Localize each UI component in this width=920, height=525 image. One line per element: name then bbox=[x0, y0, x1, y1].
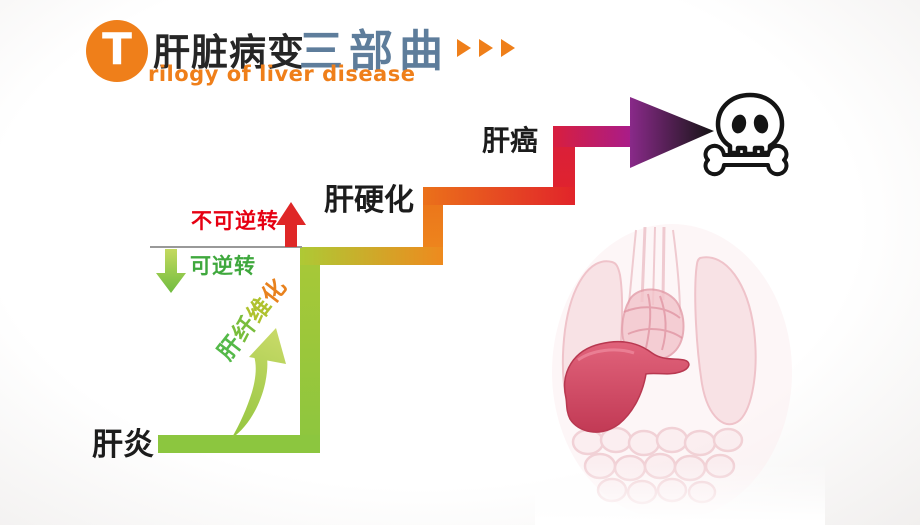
fibrosis-curved-arrow-icon bbox=[231, 328, 286, 439]
stage-label-cirrhosis: 肝硬化 bbox=[324, 183, 414, 218]
crossbone bbox=[703, 143, 789, 177]
irreversible-label: 不可逆转 bbox=[191, 209, 279, 233]
right-triangle-icon bbox=[457, 39, 471, 57]
page-subtitle: rilogy of liver disease bbox=[148, 62, 416, 86]
staircase-riser-2 bbox=[423, 187, 443, 265]
page-title: 肝脏病变 bbox=[153, 31, 305, 74]
staircase-step-4 bbox=[553, 126, 632, 147]
anatomy-bottom-fade bbox=[535, 462, 825, 525]
logo-letter: T bbox=[101, 24, 132, 75]
liver-highlight bbox=[577, 348, 635, 362]
right-triangle-icon bbox=[479, 39, 493, 57]
staircase-step-1 bbox=[158, 435, 320, 453]
reversible-label: 可逆转 bbox=[190, 254, 256, 278]
staircase-riser-1 bbox=[300, 247, 320, 453]
irreversible-up-arrow-icon bbox=[276, 202, 306, 247]
staircase-step-3 bbox=[423, 187, 575, 205]
right-lung bbox=[694, 256, 757, 426]
staircase bbox=[158, 97, 714, 453]
stage-label-hepatitis: 肝炎 bbox=[92, 427, 154, 463]
skull-right-eye bbox=[753, 114, 769, 134]
vessel-lines bbox=[623, 293, 683, 351]
page-title-accent: 三部曲 bbox=[299, 26, 449, 77]
title-arrows-icon bbox=[457, 39, 515, 57]
stage-label-cancer: 肝癌 bbox=[482, 124, 539, 157]
skull-left-eye bbox=[731, 114, 747, 134]
staircase-step-2 bbox=[300, 247, 443, 265]
right-triangle-icon bbox=[501, 39, 515, 57]
skull-crossbone-icon bbox=[703, 92, 789, 177]
logo-badge: T bbox=[86, 20, 148, 82]
threshold-line bbox=[150, 246, 302, 248]
anatomy-illustration bbox=[535, 224, 825, 525]
reversible-down-arrow-icon bbox=[156, 249, 186, 293]
liver-shape bbox=[563, 340, 690, 433]
death-arrow-triangle bbox=[630, 97, 714, 168]
